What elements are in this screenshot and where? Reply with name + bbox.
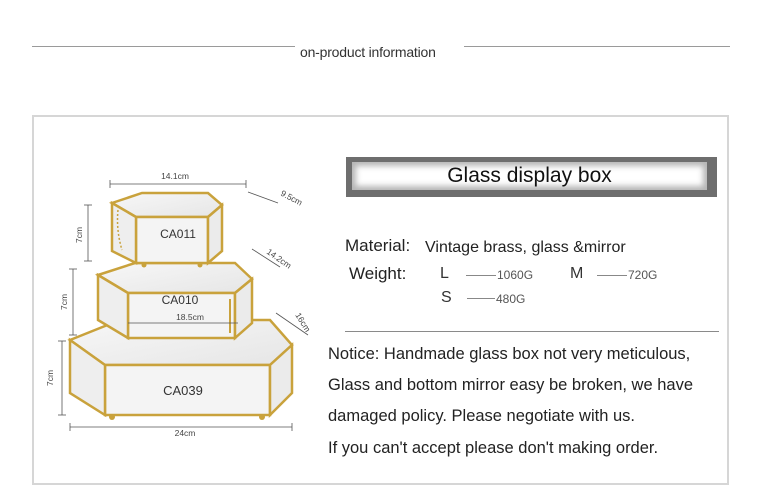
notice-line-3: damaged policy. Please negotiate with us…: [328, 407, 635, 425]
header-rule-left: [32, 46, 295, 47]
notice-line-4: If you can't accept please don't making …: [328, 439, 659, 457]
box-small: [108, 191, 224, 268]
product-title-frame: Glass display box: [352, 162, 707, 190]
section-title: on-product information: [300, 44, 436, 60]
header-rule-right: [464, 46, 730, 47]
depth-label-large: 16cm: [293, 311, 313, 334]
height-label-small: 7cm: [74, 227, 84, 243]
size-l-letter: L: [440, 265, 449, 282]
width-label-small: 14.1cm: [161, 171, 189, 181]
material-value: Vintage brass, glass &mirror: [425, 239, 626, 256]
size-m-weight: 720G: [628, 268, 658, 282]
size-m-line: [597, 275, 627, 276]
width-label-medium: 18.5cm: [176, 312, 204, 322]
size-s-line: [467, 298, 495, 299]
code-label-large: CA039: [163, 383, 203, 398]
depth-label-medium: 14.2cm: [265, 246, 294, 270]
height-label-medium: 7cm: [59, 294, 69, 310]
material-label: Material:: [345, 236, 411, 255]
depth-label-small: 9.5cm: [279, 188, 304, 208]
size-s-letter: S: [441, 289, 452, 306]
code-label-small: CA011: [160, 227, 196, 241]
notice-divider: [345, 331, 719, 332]
notice-line-2: Glass and bottom mirror easy be broken, …: [328, 376, 694, 394]
product-title: Glass display box: [447, 164, 612, 187]
product-title-bar: Glass display box: [346, 157, 717, 197]
height-label-large: 7cm: [45, 370, 55, 386]
weight-label: Weight:: [349, 264, 407, 283]
size-m-letter: M: [570, 265, 584, 282]
size-l-weight: 1060G: [497, 268, 534, 282]
dimension-lines: [58, 180, 309, 431]
width-label-large: 24cm: [175, 428, 196, 438]
size-s-weight: 480G: [496, 292, 526, 306]
code-label-medium: CA010: [162, 293, 199, 307]
notice-line-1: Notice: Handmade glass box not very meti…: [328, 345, 691, 363]
size-l-line: [466, 275, 496, 276]
product-dimension-diagram: 14.1cm 9.5cm 7cm 14.2cm 7cm 18.5cm 16cm …: [45, 171, 313, 438]
